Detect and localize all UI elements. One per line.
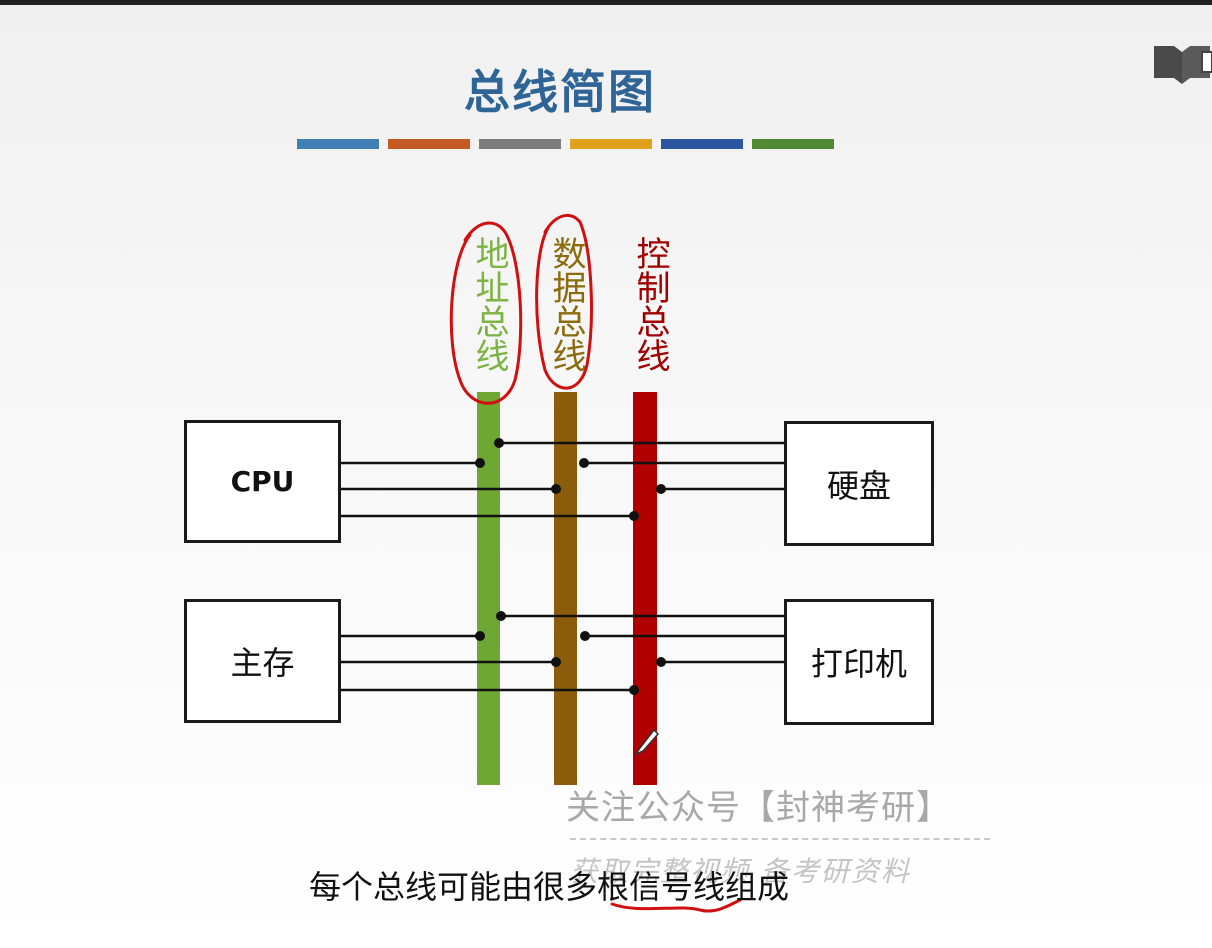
watermark-follow-text: 关注公众号【封神考研】 (566, 788, 951, 828)
junction-dot (656, 484, 666, 494)
cpu-label: CPU (230, 465, 295, 498)
data-bus-bar (554, 392, 577, 785)
junction-dot (579, 458, 589, 468)
color-bar (479, 139, 561, 149)
data-bus-label: 数据总线 (546, 236, 586, 372)
disk-box: 硬盘 (784, 421, 934, 546)
watermark-divider (570, 838, 990, 840)
memory-label: 主存 (230, 644, 295, 682)
slide-title: 总线简图 (464, 65, 656, 119)
cpu-box: CPU (184, 420, 341, 543)
printer-box: 打印机 (784, 599, 934, 725)
slide-caption: 每个总线可能由很多根信号线组成 (309, 868, 790, 906)
color-bar (388, 139, 470, 149)
color-bar (661, 139, 743, 149)
address-bus-label: 地址总线 (469, 236, 509, 372)
control-bus-label: 控制总线 (630, 236, 670, 372)
address-bus-bar (477, 392, 500, 785)
control-bus-bar (633, 392, 657, 785)
color-bar (297, 139, 379, 149)
printer-label: 打印机 (810, 645, 907, 683)
junction-dot (656, 657, 666, 667)
window-top-edge (0, 0, 1212, 5)
junction-dot (580, 631, 590, 641)
color-bar (752, 139, 834, 149)
color-bar (570, 139, 652, 149)
memory-box: 主存 (184, 599, 341, 723)
watermark-sub-text: 获取完整视频 备考研资料 (570, 855, 911, 888)
disk-label: 硬盘 (826, 466, 891, 505)
book-logo-icon (1154, 46, 1212, 84)
